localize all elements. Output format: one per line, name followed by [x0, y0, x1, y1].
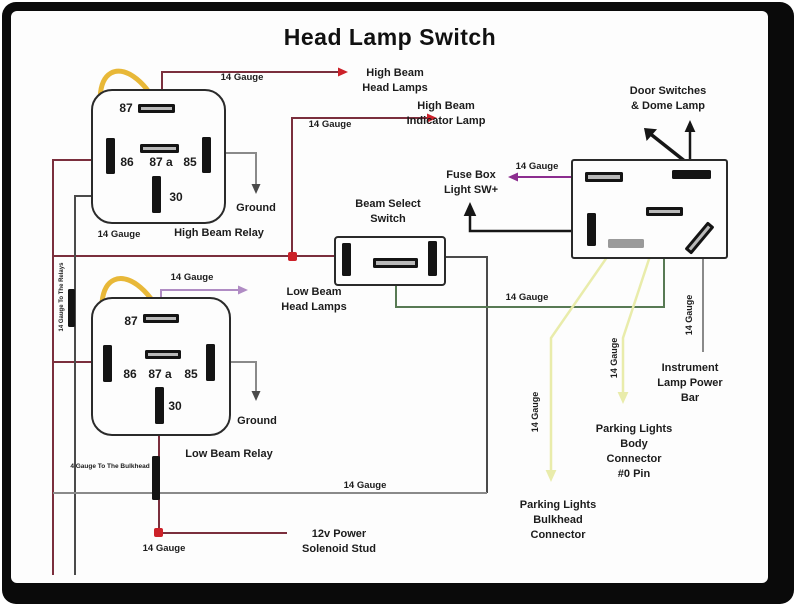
- wire-switch-right-down: [437, 256, 488, 493]
- label-14gauge-highbeam: 14 Gauge: [221, 72, 264, 83]
- pin-label-30-low: 30: [168, 399, 182, 413]
- label-ground-high: Ground: [236, 202, 276, 214]
- pin-87-high-stripe: [141, 107, 172, 110]
- switch-left-terminal: [342, 243, 351, 276]
- arrow-ground-low: [251, 391, 261, 401]
- wire-86high-to-switch: [52, 159, 342, 257]
- high-beam-relay-box: [91, 89, 226, 224]
- label-14gauge-fuse: 14 Gauge: [516, 161, 559, 172]
- pin-87-low-stripe: [146, 317, 176, 320]
- fuse-terminal-bar-stripe: [588, 175, 620, 179]
- wire-green-beam-select: [395, 258, 665, 308]
- arrow-fuse-box: [508, 172, 518, 182]
- arrow-ground-high: [251, 184, 261, 194]
- label-door-switches: Door Switches& Dome Lamp: [630, 85, 706, 112]
- left-terminal-bar: [587, 213, 596, 246]
- center-terminal-bar-stripe: [649, 210, 680, 213]
- label-high-beam-relay: High Beam Relay: [174, 227, 265, 239]
- pin-87a-low-stripe: [148, 353, 178, 356]
- pin-86-low: [103, 345, 112, 382]
- label-14gauge-long: 14 Gauge: [344, 480, 387, 491]
- label-14gauge-12v: 14 Gauge: [143, 543, 186, 554]
- label-14gauge-lowbeam: 14 Gauge: [171, 272, 214, 283]
- pin-label-85-low: 85: [184, 367, 198, 381]
- arrow-door-vertical: [684, 120, 696, 132]
- junction-beam-select: [288, 252, 297, 261]
- label-14gauge-relay: 14 Gauge: [98, 229, 141, 240]
- wire-to-indicator-lamp: [291, 117, 428, 256]
- label-14gauge-green: 14 Gauge: [506, 292, 549, 303]
- door-terminal-bar: [672, 170, 711, 179]
- page-title: Head Lamp Switch: [283, 24, 497, 50]
- pin-label-87a-low: 87 a: [148, 367, 172, 381]
- gray-terminal-bar: [608, 239, 644, 248]
- pin-87a-high-stripe: [143, 147, 176, 150]
- switch-center-terminal-stripe: [376, 261, 415, 265]
- wire-parking-bulkhead: [549, 249, 614, 474]
- splice-bar-left: [68, 289, 75, 327]
- junction-12v-power: [154, 528, 163, 537]
- label-14gauge-indicator: 14 Gauge: [309, 119, 352, 130]
- pin-label-86-low: 86: [123, 367, 137, 381]
- pin-label-87-high: 87: [119, 101, 133, 115]
- switch-right-terminal: [428, 241, 437, 276]
- wire-parking-body: [621, 249, 654, 396]
- pin-30-low: [155, 387, 164, 424]
- arrow-parking-body: [617, 392, 629, 404]
- arrow-fuse-sw-up: [463, 202, 477, 216]
- label-gauge-to-bulkhead: 4 Gauge To The Bulkhead: [70, 463, 149, 470]
- arrow-parking-bulkhead: [545, 470, 557, 482]
- label-14gauge-bulkhead: 14 Gauge: [530, 392, 540, 433]
- arrow-low-beam-head-lamps: [238, 285, 248, 295]
- pin-label-85-high: 85: [183, 155, 197, 169]
- label-14gauge-instrument: 14 Gauge: [684, 295, 694, 336]
- arrow-high-beam-head-lamps: [338, 67, 348, 77]
- splice-bar-bottom: [152, 456, 160, 500]
- pin-label-30-high: 30: [169, 190, 183, 204]
- arrow-door-diagonal: [644, 128, 657, 141]
- pin-30-high: [152, 176, 161, 213]
- pin-label-86-high: 86: [120, 155, 134, 169]
- pin-85-low: [206, 344, 215, 381]
- label-gauge-to-relays: 14 Gauge To The Relays: [59, 262, 65, 332]
- label-14gauge-body: 14 Gauge: [609, 338, 619, 379]
- label-low-beam-relay: Low Beam Relay: [185, 448, 273, 460]
- pin-label-87-low: 87: [124, 314, 138, 328]
- pin-85-high: [202, 137, 211, 173]
- wire-black-fuse-sw: [468, 211, 587, 233]
- pin-label-87a-high: 87 a: [149, 155, 173, 169]
- arrow-high-beam-indicator: [427, 113, 437, 123]
- label-ground-low: Ground: [237, 415, 277, 427]
- low-beam-relay-box: [91, 297, 231, 436]
- pin-86-high: [106, 138, 115, 174]
- diagonal-terminal-bar-stripe: [688, 225, 711, 251]
